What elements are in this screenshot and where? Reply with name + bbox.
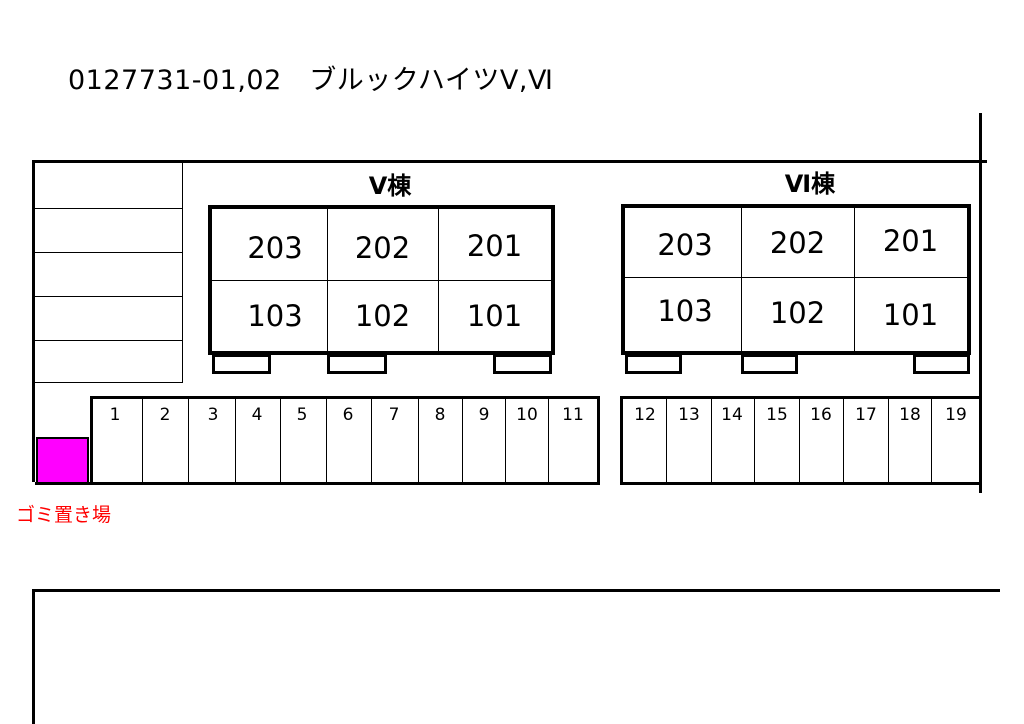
unit-203: 203 [247, 231, 303, 265]
parking-left-end [597, 396, 600, 485]
parking-slot-number: 17 [855, 405, 877, 425]
floor-divider [212, 280, 551, 281]
parking-slot-number: 3 [207, 405, 219, 425]
parking-slot-divider [799, 398, 800, 484]
parking-slot-divider [326, 398, 327, 484]
parking-slot-number: 7 [388, 405, 400, 425]
parking-slot-divider [371, 398, 372, 484]
building-v-balcony [212, 354, 271, 374]
parking-slot-divider [142, 398, 143, 484]
floor-divider [625, 277, 967, 278]
parking-slot-divider [888, 398, 889, 484]
unit-202: 202 [769, 226, 826, 260]
page-title: 0127731-01,02 ブルックハイツⅤ,Ⅵ [68, 65, 554, 96]
road-border-left [32, 589, 35, 724]
parking-slot-divider [505, 398, 506, 484]
garbage-area-label: ゴミ置き場 [16, 504, 112, 526]
parking-slot-divider [235, 398, 236, 484]
parking-slot-number: 14 [721, 405, 743, 425]
building-vi-balcony [625, 354, 682, 374]
parking-slot-number: 12 [634, 405, 656, 425]
parking-slot-number: 19 [945, 405, 967, 425]
parking-slot-number: 2 [159, 405, 171, 425]
parking-slot-divider [548, 398, 549, 484]
building-vi-balcony [741, 354, 798, 374]
parking-left-top [90, 396, 600, 399]
unit-201: 201 [466, 229, 523, 263]
parking-left-start [90, 396, 93, 485]
unit-202: 202 [354, 231, 411, 265]
parking-slot-number: 4 [251, 405, 263, 425]
unit-divider [854, 208, 855, 351]
unit-102: 102 [769, 296, 826, 330]
parking-slot-divider [754, 398, 755, 484]
parking-slot-divider [666, 398, 667, 484]
parking-slot-divider [418, 398, 419, 484]
parking-right-top [620, 396, 982, 399]
parking-slot-number: 16 [810, 405, 832, 425]
left-space-line [35, 382, 183, 383]
left-spaces-divider [182, 163, 183, 382]
building-vi-balcony [913, 354, 970, 374]
building-v-balcony [327, 354, 387, 374]
building-v: 203 202 201 103 102 101 [208, 205, 555, 355]
parking-slot-divider [280, 398, 281, 484]
parking-left-bottom [35, 482, 600, 485]
unit-103: 103 [657, 294, 713, 328]
parking-slot-divider [188, 398, 189, 484]
parking-slot-number: 18 [899, 405, 921, 425]
parking-right-start [620, 396, 623, 485]
parking-slot-divider [843, 398, 844, 484]
site-left-border [32, 160, 35, 482]
building-vi-label: Ⅵ棟 [784, 170, 836, 198]
unit-101: 101 [466, 299, 523, 333]
parking-slot-divider [931, 398, 932, 484]
parking-slot-number: 6 [342, 405, 354, 425]
parking-slot-number: 9 [478, 405, 490, 425]
building-v-balcony [493, 354, 552, 374]
road-border-top [32, 589, 1000, 592]
parking-slot-number: 1 [109, 405, 121, 425]
parking-slot-divider [462, 398, 463, 484]
unit-103: 103 [247, 299, 303, 333]
site-top-border [32, 160, 987, 163]
unit-divider [741, 208, 742, 351]
building-v-label: Ⅴ棟 [368, 172, 412, 200]
left-space-line [35, 340, 182, 341]
left-space-line [35, 296, 182, 297]
parking-slot-number: 5 [296, 405, 308, 425]
building-vi: 203 202 201 103 102 101 [621, 204, 971, 355]
unit-102: 102 [354, 299, 411, 333]
parking-slot-number: 8 [434, 405, 446, 425]
unit-101: 101 [882, 298, 939, 332]
unit-203: 203 [657, 228, 713, 262]
parking-slot-number: 15 [766, 405, 788, 425]
garbage-area [36, 437, 89, 484]
parking-slot-number: 13 [678, 405, 700, 425]
parking-right-bottom [620, 482, 982, 485]
parking-slot-number: 11 [562, 405, 584, 425]
left-space-line [35, 208, 182, 209]
parking-slot-number: 10 [516, 405, 538, 425]
site-right-border [979, 113, 982, 493]
unit-201: 201 [882, 224, 939, 258]
left-space-line [35, 252, 182, 253]
parking-slot-divider [711, 398, 712, 484]
